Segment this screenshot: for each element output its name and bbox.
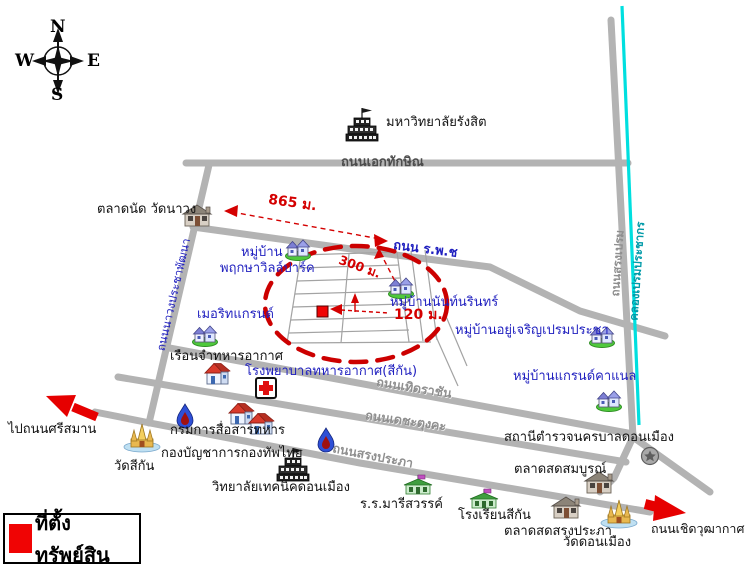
- property-legend-label: ที่ตั้งทรัพย์สิน: [35, 510, 110, 567]
- compass-e: E: [87, 51, 100, 71]
- measure-line-865: [224, 205, 388, 247]
- estate-grid: [286, 249, 468, 387]
- red-roof-house-icon-1: [204, 363, 231, 385]
- road-network: [91, 16, 714, 516]
- university-building-icon: [345, 107, 379, 142]
- phruksa-ville-park-label: พฤกษาวิลล์ปาร์ค: [220, 261, 315, 276]
- compass-rose-icon: [32, 28, 84, 94]
- measure-120-label: 120 ม.: [394, 307, 443, 323]
- dashed-radius-circle: [262, 243, 450, 365]
- ek-thaksin-road-label: ถนนเอกทักษิณ: [341, 155, 424, 170]
- air-force-prison-label: เรือนจำทหารอากาศ: [170, 349, 283, 364]
- compass-w: W: [15, 51, 35, 71]
- nantnarin-label: หมู่บ้านนันท์นรินทร์: [390, 295, 499, 310]
- sikan-school-label: โรงเรียนสีกัน: [458, 508, 531, 523]
- to-si-saman-label: ไปถนนศรีสมาน: [8, 422, 97, 437]
- hospital-cross-icon: [255, 377, 277, 399]
- road-connector-police-se: [629, 433, 714, 496]
- police-station-label: สถานีตำรวจนครบาลดอนเมือง: [504, 430, 675, 445]
- wat-sikan-label: วัดสีกัน: [114, 459, 155, 474]
- choet-wutthakat-label: ถนนเชิดวุฒากาศ: [651, 521, 745, 536]
- temple-icon-wat-sikan: [123, 423, 161, 453]
- technical-college-label: วิทยาลัยเทคนิคดอนเมือง: [212, 480, 350, 495]
- grand-canal-label: หมู่บ้านแกรนด์คาแนล: [513, 369, 637, 384]
- property-legend-swatch: [9, 524, 32, 553]
- road-decha-tungka: [114, 373, 630, 466]
- air-force-hospital-label: โรงพยาบาลทหารอากาศ(สีกัน): [245, 364, 418, 379]
- measure-line-120: [330, 293, 390, 315]
- talat-song-prapha-label: ตลาดสดสรงประภา: [504, 524, 612, 539]
- village-icon-merit-grand: [192, 325, 218, 347]
- village-icon-grand-canal: [596, 390, 622, 412]
- merit-grand-label: เมอริทแกรนด์: [197, 307, 274, 322]
- market-icon-song-prapha: [551, 496, 581, 519]
- road-rpc: [189, 223, 669, 340]
- wat-donmueang-label: วัดดอนเมือง: [563, 535, 632, 550]
- rangsit-university-label: มหาวิทยาลัยรังสิต: [386, 115, 487, 130]
- muban-label: หมู่บ้าน: [241, 245, 283, 260]
- canal-line: [620, 5, 641, 426]
- legend-box: ที่ตั้งทรัพย์สิน: [3, 511, 141, 567]
- talat-somboon-label: ตลาดสดสมบูรณ์: [514, 462, 607, 477]
- road-thoet-rachan: [160, 343, 637, 438]
- compass-n: N: [50, 17, 66, 37]
- property-marker: [316, 305, 329, 318]
- compass-s: S: [51, 85, 64, 105]
- rtarf-hq-label: กองบัญชาการกองทัพไทย: [161, 446, 303, 461]
- maree-sawan-school-label: ร.ร.มารีสวรรค์: [360, 497, 443, 512]
- road-song-prem: [607, 16, 637, 441]
- yu-charoen-label: หมู่บ้านอยู่เจริญเปรมประชา: [455, 323, 609, 338]
- school-icon-sikan: [469, 488, 499, 509]
- red-roof-house-icon-2: [228, 403, 255, 425]
- talat-wat-nawong-label: ตลาดนัด วัดนาวง: [97, 202, 197, 217]
- arrow-to-si-saman: [46, 395, 99, 422]
- arrow-to-choet-wutthakat: [643, 495, 686, 521]
- road-song-prapha-choet: [91, 408, 654, 516]
- police-badge-icon: [640, 446, 660, 466]
- military-comm-label: กรมการสื่อสารทหาร: [170, 423, 285, 438]
